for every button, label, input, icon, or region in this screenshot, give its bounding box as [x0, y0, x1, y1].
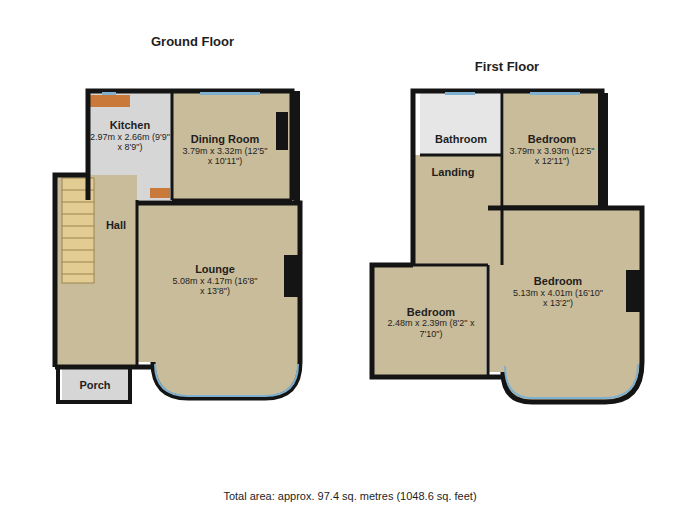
total-area-caption: Total area: approx. 97.4 sq. metres (104… — [0, 490, 700, 502]
wall-shade — [598, 93, 608, 207]
room: Bedroom5.13m x 4.01m (16'10" x 13'2") — [495, 262, 621, 322]
room: Landing — [418, 162, 488, 182]
room-dimensions: 3.79m x 3.93m (12'5" x 12'11") — [507, 146, 597, 167]
window — [200, 92, 260, 95]
room-name: Dining Room — [191, 133, 259, 146]
dining-floor — [172, 93, 290, 200]
room-name: Landing — [432, 166, 475, 179]
chimney-breast — [626, 270, 640, 312]
room: Hall — [97, 215, 135, 235]
room-dimensions: 2.97m x 2.66m (9'9" x 8'9") — [88, 132, 172, 153]
ground-walls — [55, 91, 300, 402]
room-name: Hall — [106, 219, 126, 232]
bedroom-floor — [504, 93, 600, 207]
room-dimensions: 5.08m x 4.17m (16'8" x 13'8") — [170, 276, 260, 297]
room-name: Kitchen — [110, 119, 150, 132]
wall-shade — [292, 91, 300, 203]
floor-heading: Ground Floor — [45, 35, 340, 50]
hall-floor — [57, 175, 137, 367]
kitchen-counter — [150, 188, 170, 198]
chimney-breast — [284, 255, 298, 297]
room-name: Bedroom — [407, 306, 455, 319]
window — [445, 92, 475, 95]
bay-window — [505, 364, 638, 398]
room: Dining Room3.79m x 3.32m (12'5" x 10'11"… — [176, 120, 274, 180]
chimney-breast — [276, 112, 288, 150]
room-name: Bedroom — [534, 275, 582, 288]
bedroom-floor — [374, 265, 486, 375]
bay-window — [155, 364, 298, 396]
window — [530, 92, 580, 95]
room: Bathroom — [422, 128, 500, 150]
room: Bedroom2.48m x 2.39m (8'2" x 7'10") — [378, 295, 484, 350]
room: Lounge5.08m x 4.17m (16'8" x 13'8") — [150, 250, 280, 310]
room: Porch — [64, 375, 126, 395]
room-name: Bedroom — [528, 133, 576, 146]
room-name: Lounge — [195, 263, 235, 276]
room: Kitchen2.97m x 2.66m (9'9" x 8'9") — [88, 112, 172, 160]
floor-plan: Ground FloorKitchen2.97m x 2.66m (9'9" x… — [45, 35, 340, 410]
room: Bedroom3.79m x 3.93m (12'5" x 12'11") — [506, 120, 598, 180]
floor-plan: First FloorBathroomBedroom3.79m x 3.93m … — [362, 60, 652, 410]
bedroom-floor — [488, 210, 640, 400]
room-name: Bathroom — [435, 133, 487, 146]
room-dimensions: 5.13m x 4.01m (16'10" x 13'2") — [513, 288, 603, 309]
lounge-floor — [137, 205, 298, 396]
porch-floor — [62, 369, 128, 400]
window — [102, 92, 116, 95]
room-dimensions: 3.79m x 3.32m (12'5" x 10'11") — [180, 146, 270, 167]
bathroom-floor — [420, 93, 502, 155]
first-walls — [372, 91, 642, 402]
room-name: Porch — [79, 379, 110, 392]
kitchen-counter — [90, 95, 130, 107]
floor-heading: First Floor — [362, 60, 652, 75]
room-dimensions: 2.48m x 2.39m (8'2" x 7'10") — [386, 318, 476, 339]
